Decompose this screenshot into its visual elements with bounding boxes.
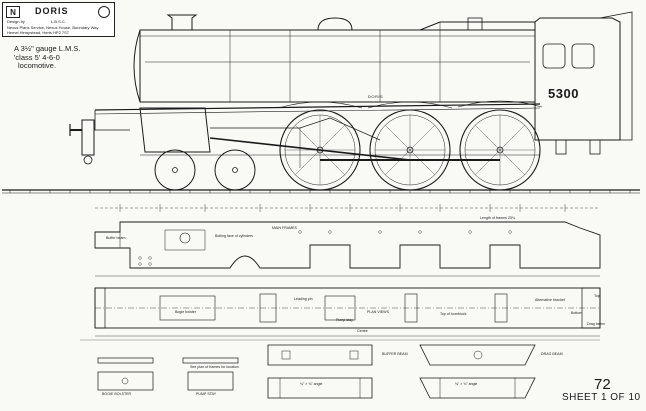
label-length-of-frames: Length of frames 25¾: [480, 216, 515, 220]
label-alternative-bracket: Alternative bracket: [535, 298, 565, 302]
publisher-line-2: Hemel Hempstead, Herts HP2 7ST: [7, 30, 70, 35]
label-angle-1: ¾" × ¾" angle: [300, 382, 323, 386]
circle-logo-icon: [98, 6, 110, 18]
publisher-logo-icon: N: [6, 6, 20, 18]
label-pump-stay-title: PUMP STAY: [196, 392, 217, 396]
label-main-frames: MAIN FRAMES: [272, 226, 297, 230]
loco-number: 5300: [548, 86, 579, 101]
title-block: N DORIS Design by L.B.S.C. Nexus Plans S…: [2, 2, 115, 37]
locomotive-elevation: [2, 11, 640, 194]
drawing-title: DORIS: [35, 6, 69, 16]
sheet-of: SHEET 1 OF 10: [562, 392, 641, 403]
designer-name: L.B.S.C.: [51, 19, 66, 24]
label-buffer-beam: Buffer beam: [106, 236, 126, 240]
label-drag-beam: Drag beam: [587, 322, 605, 326]
label-plan-views: PLAN VIEWS: [367, 310, 389, 314]
description-line-3: locomotive.: [18, 61, 56, 70]
loco-nameplate: DORIS: [368, 94, 384, 99]
description-line-1: A 3½" gauge L.M.S.: [14, 44, 81, 53]
label-leading-pin: Leading pin: [294, 297, 313, 301]
sheet-number: 72: [594, 376, 611, 393]
label-top: Top: [594, 294, 600, 298]
main-frames-drawing: [94, 204, 601, 277]
label-bottom: Bottom: [571, 311, 583, 315]
detail-drawings: [80, 339, 600, 399]
label-bogie-bolster-title: BOGIE BOLSTER: [102, 392, 132, 396]
label-bolting-face: Bolting face of cylinders: [215, 234, 253, 238]
label-see-plan: See plan of frames for location: [190, 365, 239, 369]
label-buffer-beam-title: BUFFER BEAM: [382, 352, 408, 356]
plan-views-drawing: [94, 287, 601, 337]
drawing-description: A 3½" gauge L.M.S. 'class 5' 4-6-0 locom…: [14, 44, 81, 71]
designer-label: Design by: [7, 19, 25, 24]
publisher-line-1: Nexus Plans Service, Nexus House, Bounda…: [7, 25, 99, 30]
label-angle-2: ¾" × ¾" angle: [455, 382, 478, 386]
description-line-2: 'class 5' 4-6-0: [14, 52, 60, 62]
label-top-of-hornblock: Top of hornblock: [440, 312, 467, 316]
label-drag-beam-title: DRAG BEAM: [541, 352, 563, 356]
label-pump-stay: Pump stay: [336, 318, 353, 322]
label-centre: Centre: [357, 329, 368, 333]
label-bogie-bolster: Bogie bolster: [175, 310, 196, 314]
